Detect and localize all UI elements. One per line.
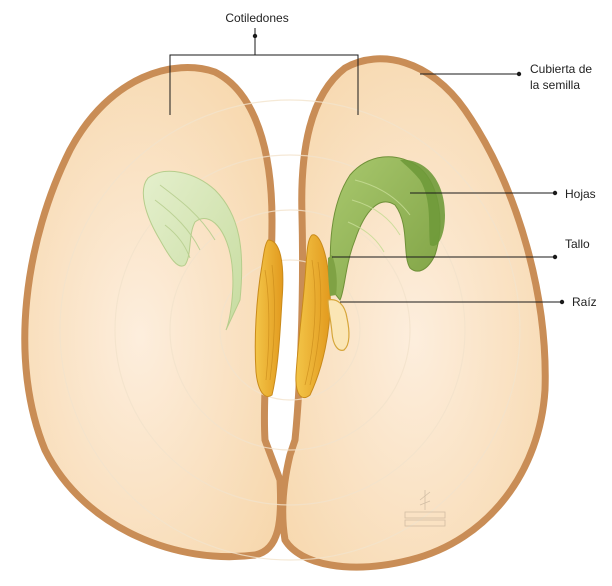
label-seed-coat-line2: la semilla [530, 78, 580, 92]
label-cotyledons: Cotiledones [225, 11, 288, 25]
label-stem: Tallo [565, 237, 590, 251]
label-seed-coat-line1: Cubierta de [530, 62, 592, 76]
left-cotyledon [25, 68, 281, 557]
label-leaves: Hojas [565, 187, 596, 201]
label-root: Raíz [572, 295, 597, 309]
